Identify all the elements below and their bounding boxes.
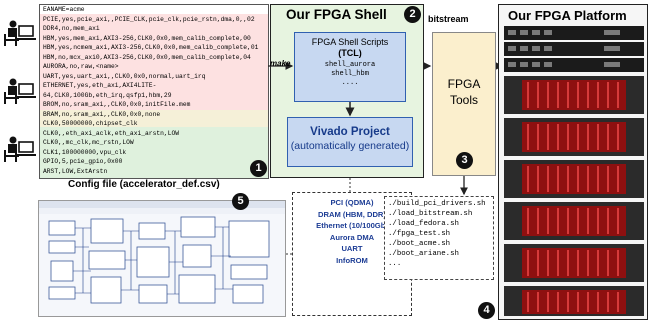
script-item: .... — [341, 79, 359, 87]
rack-server — [504, 26, 644, 40]
fpga-chassis-unit — [504, 244, 644, 282]
config-line: EANAME=acme — [43, 6, 85, 13]
interface-item: UART — [341, 244, 363, 253]
config-line: HBM,yes,ncmem_axi,AXI3-256,CLK0,0x0,mem_… — [43, 44, 259, 51]
vivado-project-box: Vivado Project (automatically generated) — [287, 117, 413, 167]
badge-3: 3 — [456, 152, 473, 169]
fpga-chassis-unit — [504, 286, 644, 316]
tools-label-line2: Tools — [449, 93, 478, 107]
interface-item: InfoROM — [336, 255, 368, 265]
config-file-caption: Config file (accelerator_def.csv) — [68, 179, 220, 190]
script-item: shell_hbm — [331, 70, 369, 78]
runtime-scripts-box: ./build_pci_drivers.sh ./load_bitstream.… — [384, 196, 494, 280]
script-entry: ./boot_ariane.sh — [388, 250, 459, 258]
script-entry: ./boot_acme.sh — [388, 240, 451, 248]
fpga-chassis-unit — [504, 118, 644, 156]
config-line: ETHERNET,yes,eth_axi,AXI4LITE- — [43, 82, 157, 89]
badge-4: 4 — [478, 302, 495, 319]
script-entry: ./load_bitstream.sh — [388, 210, 473, 218]
shell-scripts-box: FPGA Shell Scripts (TCL) shell_aurora sh… — [294, 32, 406, 102]
config-line: CLK0,50000000,chipset_clk — [43, 120, 138, 127]
interface-item: PCI (QDMA) — [330, 198, 374, 207]
config-line: BROM,no,sram_axi,,CLK0,0x0,initFile.mem — [43, 101, 191, 108]
script-entry: ./build_pci_drivers.sh — [388, 200, 486, 208]
badge-2: 2 — [404, 6, 421, 23]
vivado-subtitle: (automatically generated) — [290, 140, 410, 152]
platform-title: Our FPGA Platform — [508, 8, 627, 23]
config-line: GPIO,5,pcie_gpio,0x00 — [43, 158, 123, 165]
config-line: CLK0,,mc_clk,mc_rstn,LOW — [43, 139, 134, 146]
block-design-screenshot — [38, 200, 286, 317]
config-line: UART,yes,uart_axi,,CLK0,0x0,normal,uart_… — [43, 72, 206, 80]
tools-label-line1: FPGA — [447, 77, 481, 91]
fpga-chassis-unit — [504, 76, 644, 114]
developer-icons — [4, 20, 36, 162]
config-line: DDR4,no,mem_axi — [43, 25, 100, 32]
bitstream-label: bitstream — [428, 14, 469, 24]
script-entry: ./fpga_test.sh — [388, 230, 451, 238]
config-line: AURORA,no,raw,<name> — [43, 63, 119, 70]
shell-title: Our FPGA Shell — [286, 7, 387, 22]
make-label: make — [270, 59, 291, 68]
script-entry: ... — [388, 260, 402, 268]
vivado-title: Vivado Project — [310, 126, 390, 138]
scripts-title: FPGA Shell Scripts — [311, 37, 389, 47]
interface-item: DRAM (HBM, DDR) — [318, 209, 386, 219]
config-line: 64,CLK0,100Gb,eth_irq,qsfp1,hbm,29 — [43, 91, 172, 99]
scripts-subtitle: (TCL) — [338, 48, 362, 58]
config-line: CLK0,,eth_axi_aclk,eth_axi_arstn,LOW — [43, 129, 180, 137]
badge-5: 5 — [232, 193, 249, 210]
block-design-image — [39, 201, 285, 304]
script-item: shell_aurora — [324, 61, 376, 69]
developer-icon — [4, 78, 36, 104]
interface-item: Aurora DMA — [329, 232, 375, 242]
fpga-server-rack — [504, 30, 644, 316]
script-entry: ./load_fedora.sh — [388, 220, 459, 228]
rack-server — [504, 58, 644, 72]
developer-icon — [4, 136, 36, 162]
fpga-chassis-unit — [504, 202, 644, 240]
config-line: HBM,no,mcx_axi0,AXI3-256,CLK0,0x0,mem_ca… — [43, 53, 251, 61]
config-line: HBM,yes,mem_axi,AXI3-256,CLK0,0x0,mem_ca… — [43, 34, 251, 42]
config-line: ARST,LOW,ExtArstn — [43, 167, 108, 175]
developer-icon — [4, 20, 36, 46]
fpga-chassis-unit — [504, 160, 644, 198]
badge-1: 1 — [250, 160, 267, 177]
rack-server — [504, 42, 644, 56]
config-line: CLK1,100000000,vpu_clk — [43, 148, 127, 156]
config-line: BRAM,no,sram_axi,,CLK0,0x0,none — [43, 110, 161, 118]
config-line: PCIE,yes,pcie_axi,,PCIE_CLK,pcie_clk,pci… — [43, 15, 255, 23]
interface-item: Ethernet (10/100Gb) — [316, 221, 388, 230]
